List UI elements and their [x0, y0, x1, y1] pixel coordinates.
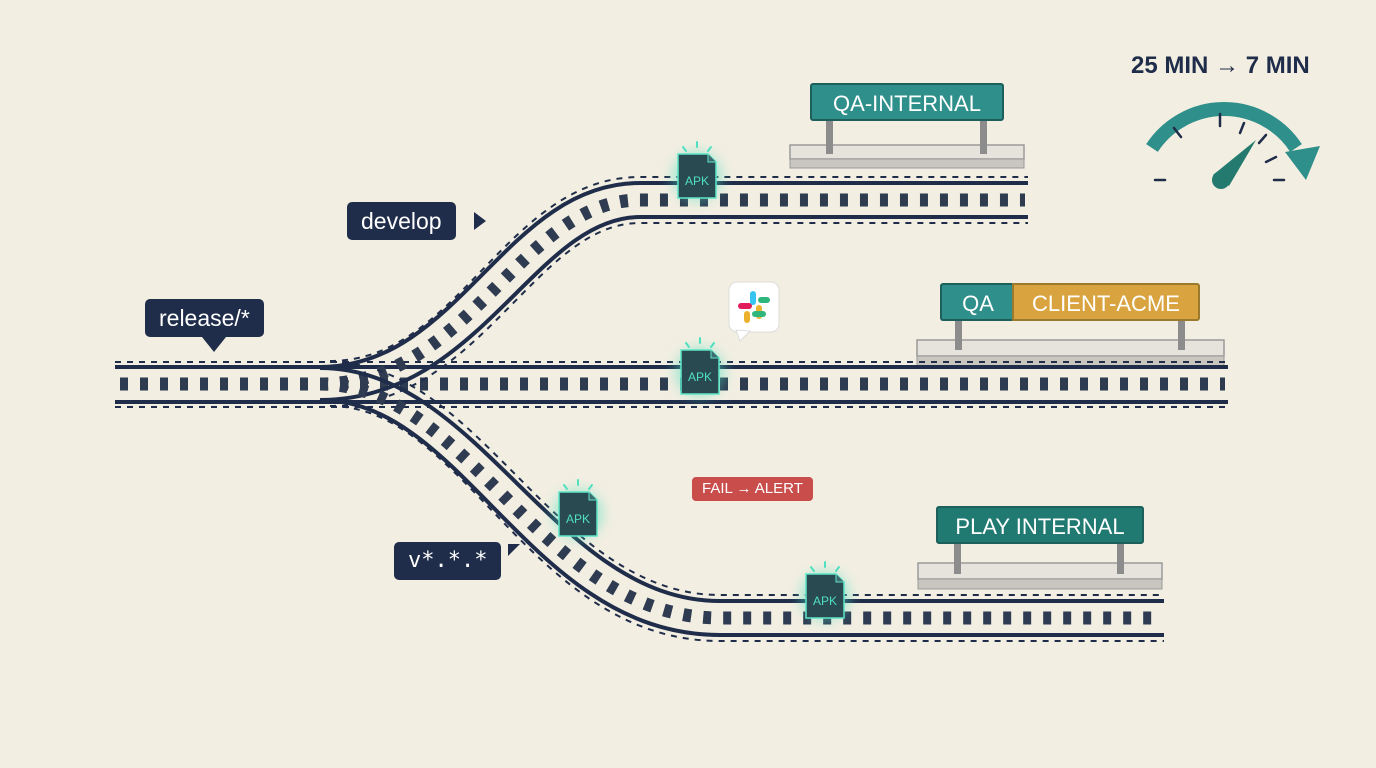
platform-play-internal	[917, 542, 1163, 590]
apk-label: APK	[566, 512, 590, 526]
station-sign-qa-internal: QA-INTERNAL	[810, 83, 1004, 121]
version-tag-pointer	[508, 544, 520, 556]
branch-tag-version: v*.*.*	[394, 542, 502, 580]
apk-artifact-version-1: APK	[554, 479, 602, 538]
branch-tag-develop: develop	[347, 202, 456, 240]
apk-artifact-version-2: APK	[801, 561, 849, 620]
apk-label: APK	[688, 370, 712, 384]
platform-qa-client	[916, 318, 1225, 367]
apk-artifact-main: APK	[676, 337, 724, 396]
station-sign-play-internal: PLAY INTERNAL	[936, 506, 1144, 544]
develop-tag-pointer	[474, 212, 486, 230]
track-main	[115, 361, 1228, 408]
release-tag-pointer	[202, 337, 226, 352]
platform-qa-internal	[789, 118, 1025, 169]
build-time-label: 25 MIN → 7 MIN	[1131, 52, 1310, 79]
apk-label: APK	[685, 174, 709, 188]
slack-icon	[728, 281, 780, 342]
speedometer-icon	[1146, 102, 1320, 189]
station-sign-client-acme: CLIENT-ACME	[1012, 283, 1200, 321]
apk-artifact-develop: APK	[673, 141, 721, 200]
apk-label: APK	[813, 594, 837, 608]
branch-tag-release: release/*	[145, 299, 264, 337]
track-develop	[319, 176, 1028, 407]
fail-alert-badge: FAIL → ALERT	[692, 477, 813, 501]
station-sign-qa: QA	[940, 283, 1014, 321]
track-version	[319, 361, 1164, 642]
